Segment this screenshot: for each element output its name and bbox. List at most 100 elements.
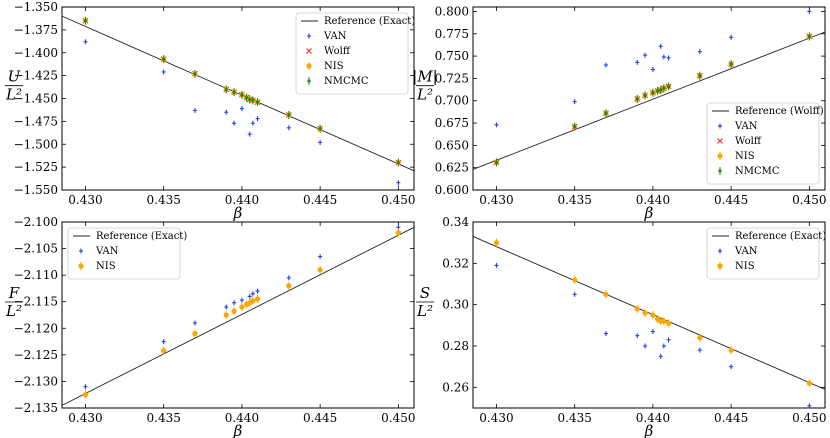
- marker-van: [729, 34, 734, 40]
- marker-nis: [728, 346, 734, 355]
- marker-van: [83, 39, 88, 45]
- marker-nmcmc-dot: [251, 98, 255, 102]
- y-tick-label: −2.100: [14, 215, 58, 229]
- marker-nmcmc-dot: [494, 160, 499, 164]
- reference-line: [61, 15, 415, 172]
- marker-van: [807, 403, 812, 409]
- marker-nmcmc: [643, 91, 647, 100]
- x-tick-label: 0.440: [225, 411, 259, 425]
- marker-nis: [634, 304, 640, 313]
- marker-wolff-stroke: [717, 138, 723, 144]
- y-tick-label: 0.28: [442, 339, 469, 353]
- marker-nmcmc-dot: [807, 34, 811, 39]
- marker-nmcmc: [287, 110, 291, 119]
- marker-van: [643, 52, 648, 58]
- x-tick-label: 0.450: [381, 411, 415, 425]
- y-tick-label: 0.775: [435, 27, 469, 41]
- legend-label: NIS: [96, 261, 116, 272]
- reference-line: [472, 31, 826, 170]
- marker-van: [247, 293, 252, 299]
- marker-van: [232, 300, 237, 306]
- marker-van: [643, 343, 648, 349]
- x-tick-label: 0.445: [303, 411, 337, 425]
- x-axis-label: β: [644, 204, 654, 222]
- x-tick-label: 0.445: [714, 411, 748, 425]
- marker-van: [729, 364, 734, 370]
- marker-van: [603, 62, 608, 68]
- x-tick-label: 0.435: [558, 193, 592, 207]
- series-van: [83, 39, 401, 186]
- y-axis-label-numerator: U: [8, 68, 22, 86]
- x-tick-label: 0.440: [636, 411, 670, 425]
- marker-nmcmc: [251, 96, 255, 105]
- marker-nmcmc-dot: [318, 127, 322, 131]
- series-nmcmc: [494, 32, 811, 167]
- y-axis-label-denominator: L²: [5, 86, 22, 104]
- marker-nmcmc-dot: [659, 88, 663, 92]
- marker-nis: [250, 296, 256, 305]
- marker-nis-dot: [697, 335, 703, 341]
- marker-nis: [82, 390, 89, 399]
- marker-van: [250, 120, 255, 126]
- y-tick-label: −1.500: [14, 137, 58, 151]
- y-axis-label-denominator: L²: [416, 302, 433, 320]
- legend-label: VAN: [734, 121, 758, 132]
- marker-nmcmc-dot: [573, 125, 577, 129]
- marker-nis-dot: [603, 291, 609, 297]
- legend-label: NMCMC: [735, 166, 780, 177]
- marker-van: [661, 343, 666, 349]
- marker-nmcmc-dot: [635, 97, 639, 101]
- marker-nmcmc-dot: [255, 100, 260, 104]
- x-tick-label: 0.450: [792, 193, 826, 207]
- y-tick-label: 0.800: [435, 4, 469, 18]
- y-axis-label-numerator: |M|: [412, 68, 437, 86]
- marker-nmcmc-dot: [245, 95, 249, 100]
- marker-wolff: [306, 48, 312, 54]
- x-tick-label: 0.440: [636, 193, 670, 207]
- x-tick-label: 0.430: [479, 411, 513, 425]
- y-tick-label: −1.375: [14, 23, 58, 37]
- marker-nis-dot: [254, 296, 261, 302]
- marker-nmcmc: [729, 60, 733, 69]
- x-tick-label: 0.445: [303, 193, 337, 207]
- y-tick-label: 0.625: [435, 161, 469, 175]
- marker-nis-dot: [78, 263, 84, 269]
- marker-nmcmc: [698, 71, 702, 80]
- marker-nmcmc-dot: [604, 111, 608, 115]
- marker-nmcmc-dot: [698, 74, 702, 78]
- y-tick-label: 0.700: [435, 94, 469, 108]
- legend-label: NIS: [735, 151, 755, 162]
- marker-van: [79, 248, 83, 254]
- marker-van: [286, 275, 291, 281]
- marker-nis-dot: [642, 310, 648, 316]
- marker-nis-dot: [286, 283, 292, 289]
- marker-nmcmc-dot: [224, 87, 228, 91]
- y-tick-label: −1.350: [14, 0, 58, 14]
- marker-van: [494, 262, 499, 268]
- marker-nmcmc-dot: [193, 72, 197, 76]
- marker-nmcmc-dot: [651, 91, 655, 95]
- marker-van: [224, 109, 229, 115]
- series-nis: [493, 238, 812, 388]
- legend-label: NIS: [324, 61, 344, 72]
- marker-van: [650, 329, 655, 335]
- marker-nmcmc: [162, 55, 166, 64]
- x-tick-label: 0.445: [714, 193, 748, 207]
- marker-van: [192, 107, 197, 113]
- legend-label: Reference (Exact): [324, 16, 415, 27]
- axes-frame: [472, 6, 826, 191]
- marker-nis: [286, 281, 292, 290]
- marker-nis-dot: [634, 306, 640, 312]
- marker-nis: [665, 319, 672, 328]
- marker-nmcmc: [224, 85, 228, 94]
- marker-nmcmc: [307, 77, 311, 85]
- marker-van: [658, 43, 663, 49]
- marker-nmcmc-dot: [307, 79, 311, 83]
- marker-nmcmc: [635, 94, 639, 103]
- y-tick-label: −1.400: [14, 46, 58, 60]
- marker-nmcmc: [318, 124, 322, 133]
